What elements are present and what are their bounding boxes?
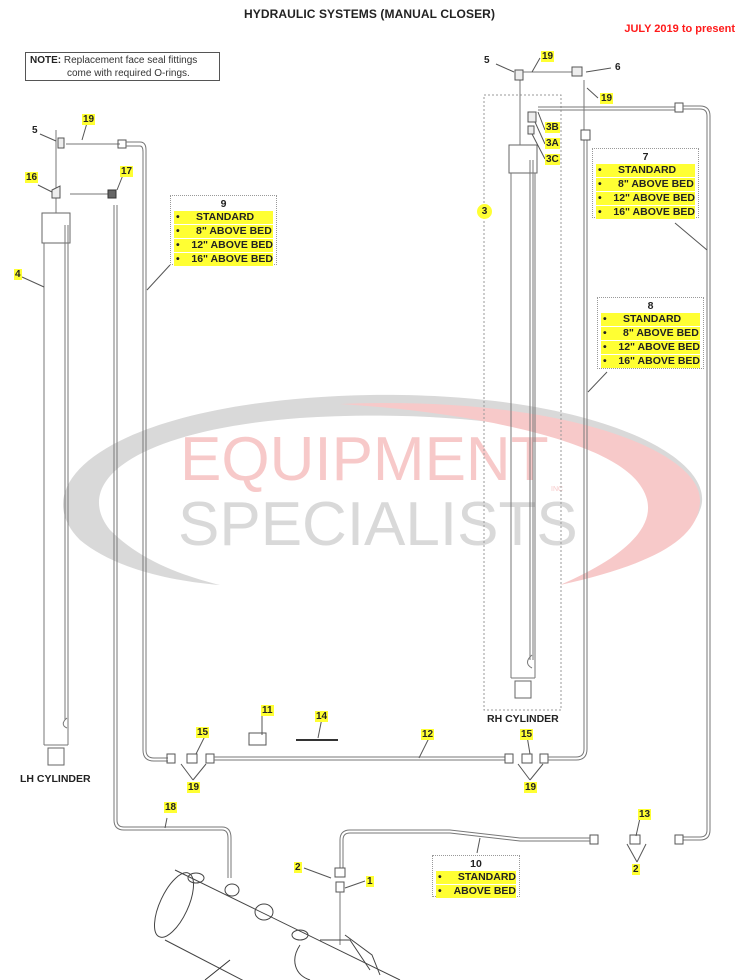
callout-18[interactable]: 18 [164,802,178,813]
rh-cylinder [483,66,711,841]
callout-1[interactable]: 1 [366,876,374,887]
lh-cylinder-label: LH CYLINDER [20,773,91,785]
option-9-standard[interactable]: •STANDARD [174,211,273,224]
callout-19-bottom-right[interactable]: 19 [524,782,538,793]
note-line1: Replacement face seal fittings [63,55,198,66]
option-box-10-number: 10 [470,858,482,870]
option-7-standard[interactable]: •STANDARD [596,164,695,177]
option-8-16in[interactable]: •16" ABOVE BED [601,355,700,368]
callout-13[interactable]: 13 [638,809,652,820]
callout-15-left[interactable]: 15 [196,727,210,738]
callout-19-left[interactable]: 19 [82,114,96,125]
option-9-16in[interactable]: •16" ABOVE BED [174,253,273,266]
callout-19-top[interactable]: 19 [541,51,555,62]
lh-fittings [51,137,168,820]
callout-11[interactable]: 11 [261,705,274,716]
callout-15-right[interactable]: 15 [520,729,534,740]
callout-12[interactable]: 12 [421,729,435,740]
option-7-16in[interactable]: •16" ABOVE BED [596,206,695,219]
callout-16[interactable]: 16 [25,172,39,183]
callout-3a[interactable]: 3A [545,138,560,149]
callout-5-left[interactable]: 5 [32,125,38,136]
callout-2-right[interactable]: 2 [632,864,640,875]
option-7-8in[interactable]: •8" ABOVE BED [596,178,695,191]
option-box-9: 9 •STANDARD •8" ABOVE BED •12" ABOVE BED… [170,195,277,266]
callout-19-bottom-left[interactable]: 19 [187,782,201,793]
callout-3b[interactable]: 3B [545,122,560,133]
callout-5-right[interactable]: 5 [484,55,490,66]
option-box-9-number: 9 [220,198,227,210]
pump-reservoir [154,869,401,980]
option-8-12in[interactable]: •12" ABOVE BED [601,341,700,354]
lh-cylinder [41,130,108,766]
tube-18 [113,819,232,878]
callout-6[interactable]: 6 [615,62,621,73]
watermark-inc: INC [551,486,563,493]
callout-3c[interactable]: 3C [545,154,560,165]
leader-lines [21,57,708,889]
option-7-12in[interactable]: •12" ABOVE BED [596,192,695,205]
rh-cylinder-label: RH CYLINDER [487,713,559,725]
callout-4[interactable]: 4 [14,269,22,280]
page-title: HYDRAULIC SYSTEMS (MANUAL CLOSER) [243,7,496,21]
option-box-7: 7 •STANDARD •8" ABOVE BED •12" ABOVE BED… [592,148,699,219]
note-label: NOTE: [30,55,62,66]
watermark-equipment: EQUIPMENT [180,425,549,494]
tube-10 [334,829,684,945]
option-8-standard[interactable]: •STANDARD [601,313,700,326]
date-range: JULY 2019 to present [624,23,735,35]
callout-2-left[interactable]: 2 [294,862,302,873]
option-box-8: 8 •STANDARD •8" ABOVE BED •12" ABOVE BED… [597,297,704,369]
option-box-8-number: 8 [647,300,654,312]
callout-3[interactable]: 3 [477,204,492,219]
option-9-12in[interactable]: •12" ABOVE BED [174,239,273,252]
callout-19-right[interactable]: 19 [600,93,614,104]
note-box: NOTE: Replacement face seal fittings com… [25,52,220,81]
tube-12 [166,140,588,764]
callout-14[interactable]: 14 [315,711,329,722]
option-10-standard[interactable]: •STANDARD [436,871,516,884]
option-10-above-bed[interactable]: •ABOVE BED [436,885,516,898]
callout-17[interactable]: 17 [120,166,134,177]
option-box-7-number: 7 [642,151,649,163]
note-line2: come with required O-rings. [67,68,190,79]
option-9-8in[interactable]: •8" ABOVE BED [174,225,273,238]
option-box-10: 10 •STANDARD •ABOVE BED [432,855,520,898]
option-8-8in[interactable]: •8" ABOVE BED [601,327,700,340]
